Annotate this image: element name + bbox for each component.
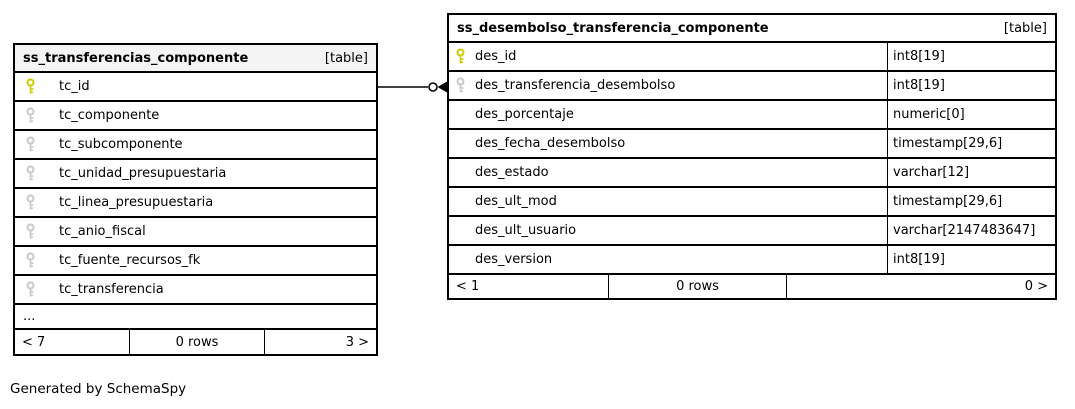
- column-name: tc_transferencia: [59, 282, 164, 297]
- column-name: des_version: [475, 252, 553, 267]
- column-name: tc_componente: [59, 108, 160, 123]
- column-row-des_id: des_id int8[19]: [449, 43, 1055, 72]
- column-row-tc_unidad_presupuestaria: tc_unidad_presupuestaria: [15, 160, 376, 189]
- column-type: varchar[2147483647]: [893, 223, 1036, 238]
- foreign-key-icon: [24, 194, 36, 211]
- foreign-key-icon: [24, 136, 36, 153]
- row-count: 0 rows: [130, 330, 265, 354]
- foreign-key-icon: [24, 107, 36, 124]
- column-name: des_id: [475, 49, 517, 64]
- arrowhead-icon: [437, 81, 447, 93]
- table-name[interactable]: ss_desembolso_transferencia_componente: [457, 20, 769, 36]
- generated-by-caption: Generated by SchemaSpy: [10, 381, 187, 397]
- column-row-des_version: des_version int8[19]: [449, 246, 1055, 275]
- column-name: tc_subcomponente: [59, 137, 183, 152]
- column-name: des_estado: [475, 165, 549, 180]
- row-count: 0 rows: [609, 275, 787, 298]
- foreign-key-icon: [454, 77, 466, 94]
- table-box-ss_desembolso_transferencia_componente: ss_desembolso_transferencia_componente […: [447, 13, 1057, 300]
- related-children-count: 0 >: [1024, 279, 1048, 294]
- column-row-des_transferencia_desembolso: des_transferencia_desembolso int8[19]: [449, 72, 1055, 101]
- column-row-tc_anio_fiscal: tc_anio_fiscal: [15, 218, 376, 247]
- column-name: des_transferencia_desembolso: [475, 78, 676, 93]
- column-row-tc_id: tc_id: [15, 73, 376, 102]
- foreign-key-icon: [24, 223, 36, 240]
- table-footer: < 7 0 rows 3 >: [15, 330, 376, 354]
- relationship-connector: [378, 81, 447, 93]
- column-row-des_porcentaje: des_porcentaje numeric[0]: [449, 101, 1055, 130]
- related-parents-count: < 7: [15, 330, 130, 354]
- column-row-des_fecha_desembolso: des_fecha_desembolso timestamp[29,6]: [449, 130, 1055, 159]
- column-name: des_ult_usuario: [475, 223, 577, 238]
- column-type: int8[19]: [893, 49, 945, 64]
- column-name: tc_id: [59, 79, 90, 94]
- column-type: timestamp[29,6]: [893, 136, 1003, 151]
- column-name: des_porcentaje: [475, 107, 574, 122]
- table-box-ss_transferencias_componente: ss_transferencias_componente [table] tc_…: [13, 43, 378, 356]
- primary-key-icon: [454, 48, 466, 65]
- table-footer: < 1 0 rows 0 >: [449, 275, 1055, 298]
- column-row-des_ult_mod: des_ult_mod timestamp[29,6]: [449, 188, 1055, 217]
- column-name: des_ult_mod: [475, 194, 557, 209]
- related-parents-count: < 1: [449, 275, 609, 298]
- table-header[interactable]: ss_desembolso_transferencia_componente […: [449, 15, 1055, 43]
- column-row-tc_subcomponente: tc_subcomponente: [15, 131, 376, 160]
- column-row-tc_fuente_recursos_fk: tc_fuente_recursos_fk: [15, 247, 376, 276]
- column-row-des_estado: des_estado varchar[12]: [449, 159, 1055, 188]
- column-row-tc_transferencia: tc_transferencia: [15, 276, 376, 305]
- foreign-key-icon: [24, 281, 36, 298]
- column-row-tc_componente: tc_componente: [15, 102, 376, 131]
- table-tag: [table]: [324, 50, 368, 66]
- column-name: tc_fuente_recursos_fk: [59, 253, 201, 268]
- truncated-columns-indicator: ...: [15, 305, 376, 330]
- column-name: tc_unidad_presupuestaria: [59, 166, 227, 181]
- column-row-des_ult_usuario: des_ult_usuario varchar[2147483647]: [449, 217, 1055, 246]
- column-name: tc_anio_fiscal: [59, 224, 146, 239]
- table-name[interactable]: ss_transferencias_componente: [23, 50, 249, 66]
- foreign-key-icon: [24, 165, 36, 182]
- column-type: int8[19]: [893, 252, 945, 267]
- column-type: varchar[12]: [893, 165, 970, 180]
- primary-key-icon: [24, 78, 36, 95]
- related-children-count: 3 >: [345, 334, 369, 350]
- table-tag: [table]: [1003, 20, 1047, 36]
- column-name: des_fecha_desembolso: [475, 136, 626, 151]
- column-type: int8[19]: [893, 78, 945, 93]
- column-type: numeric[0]: [893, 107, 965, 122]
- column-name: tc_linea_presupuestaria: [59, 195, 214, 210]
- table-header[interactable]: ss_transferencias_componente [table]: [15, 45, 376, 73]
- column-type: timestamp[29,6]: [893, 194, 1003, 209]
- column-row-tc_linea_presupuestaria: tc_linea_presupuestaria: [15, 189, 376, 218]
- zero-or-more-circle-icon: [428, 82, 438, 92]
- foreign-key-icon: [24, 252, 36, 269]
